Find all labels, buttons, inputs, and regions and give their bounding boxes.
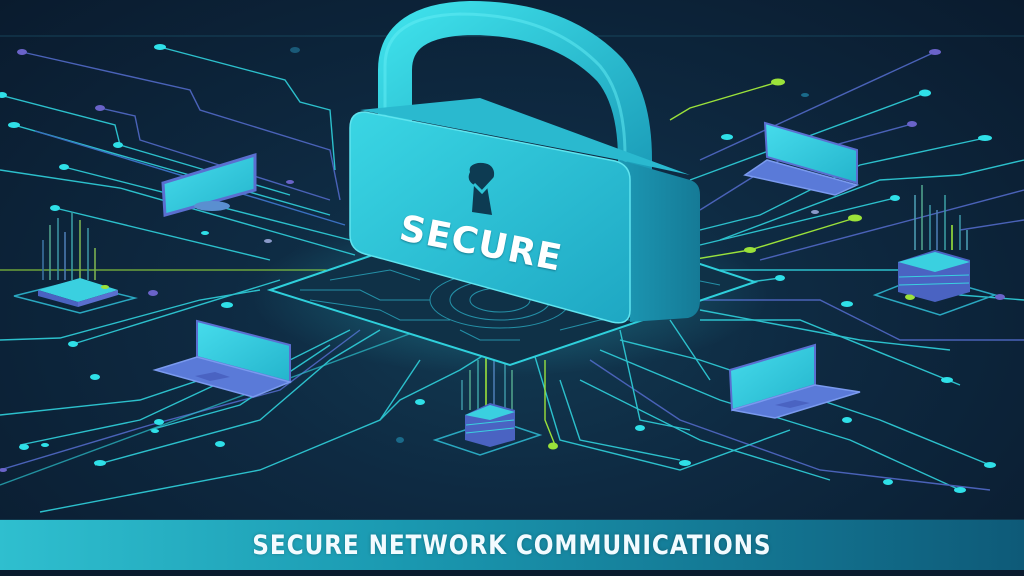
title-banner: SECURE NETWORK COMMUNICATIONS bbox=[0, 520, 1024, 570]
padlock-icon bbox=[349, 0, 700, 324]
laptop-icon bbox=[728, 343, 861, 419]
circuit-nodes bbox=[0, 44, 1005, 493]
server-icon bbox=[432, 403, 543, 456]
laptop-icon bbox=[152, 319, 293, 398]
banner-title: SECURE NETWORK COMMUNICATIONS bbox=[252, 529, 772, 561]
monitor-icon bbox=[161, 152, 257, 217]
chip-icon bbox=[13, 278, 138, 314]
server-icon bbox=[872, 250, 998, 316]
bottom-strip bbox=[0, 570, 1024, 576]
keyhole-with-checkmark-icon bbox=[468, 162, 497, 215]
laptop-icon bbox=[743, 121, 860, 196]
signal-bars-right bbox=[914, 185, 968, 250]
signal-bars-left bbox=[42, 212, 96, 280]
